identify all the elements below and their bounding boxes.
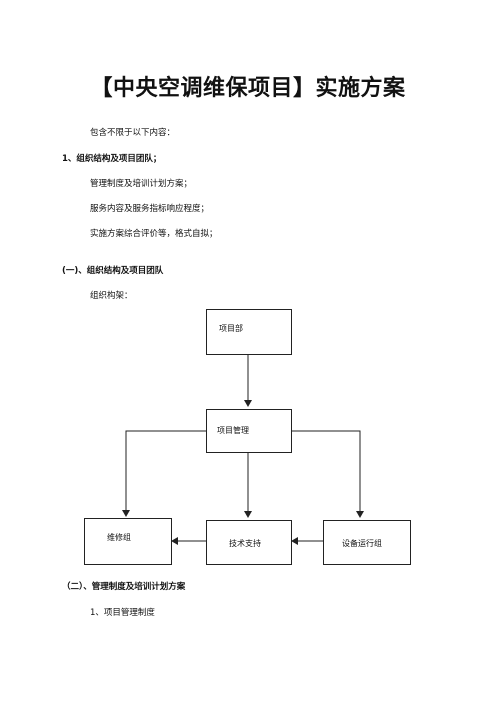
node-equipment-ops: 设备运行组	[323, 520, 411, 565]
list-item: 服务内容及服务指标响应程度；	[90, 204, 210, 214]
node-project-management: 项目管理	[206, 409, 292, 453]
subsection-1-heading: (一)、组织结构及项目团队	[62, 266, 164, 276]
list-item: 管理制度及培训计划方案；	[90, 179, 193, 189]
subsection-2-heading: （二）、管理制度及培训计划方案	[62, 582, 186, 592]
node-label: 项目部	[219, 324, 243, 333]
section-1-heading: 1、组织结构及项目团队；	[62, 154, 162, 164]
node-tech-support: 技术支持	[206, 520, 292, 565]
node-label: 项目管理	[217, 426, 249, 435]
sub2-item-1: 1、项目管理制度	[90, 608, 155, 618]
node-label: 设备运行组	[342, 539, 382, 548]
node-project-dept: 项目部	[206, 309, 292, 355]
edge-mgmt-ops	[290, 430, 364, 518]
node-label: 技术支持	[229, 539, 261, 548]
document-title: 【中央空调维保项目】实施方案	[90, 76, 406, 101]
org-structure-label: 组织构架：	[90, 291, 133, 301]
list-item: 实施方案综合评价等，格式自拟；	[90, 229, 218, 239]
edge-mgmt-repair	[122, 430, 208, 517]
node-repair-team: 维修组	[84, 518, 172, 565]
intro-text: 包含不限于以下内容：	[90, 128, 176, 138]
node-label: 维修组	[107, 533, 131, 542]
